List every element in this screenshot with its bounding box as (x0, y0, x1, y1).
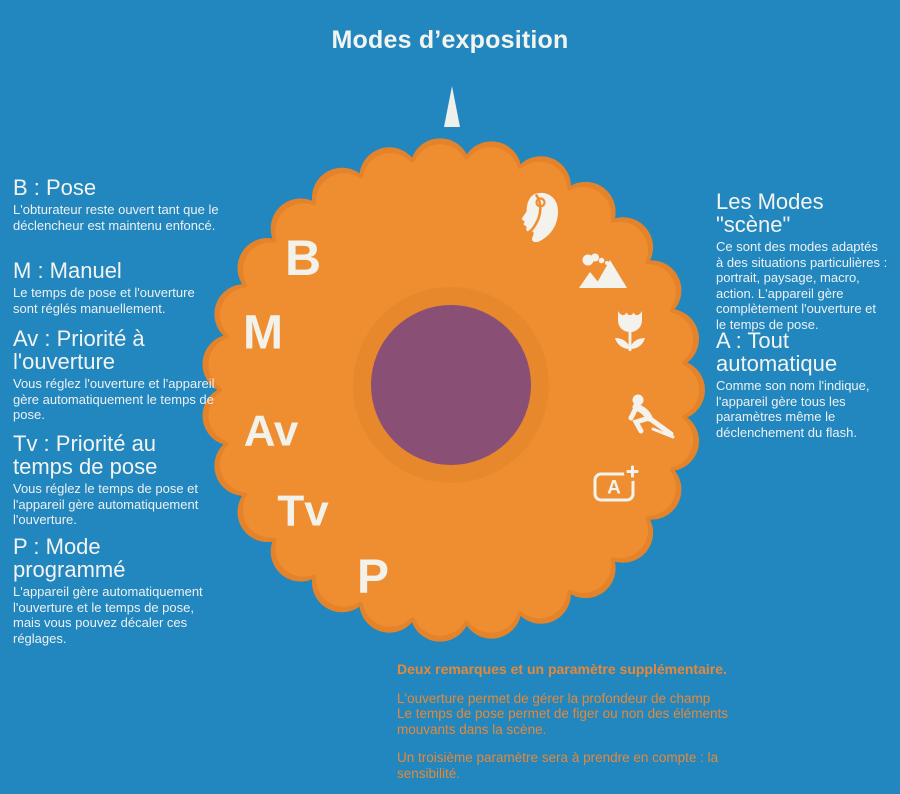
section-av-body: Vous réglez l'ouverture et l'appareil gè… (13, 376, 215, 422)
section-scene-body: Ce sont des modes adaptés à des situatio… (716, 239, 888, 332)
footer-paragraph-2: Un troisième paramètre sera à prendre en… (397, 750, 719, 781)
dial-mode-letters: B M Av Tv P (243, 230, 389, 604)
section-manuel-body: Le temps de pose et l'ouverture sont rég… (13, 285, 195, 316)
action-icon (628, 394, 675, 439)
section-av: Av : Priorité à l'ouverture Vous réglez … (13, 327, 219, 423)
dial-pointer-icon (444, 86, 460, 127)
section-auto-heading: A : Tout automatique (716, 328, 838, 376)
landscape-icon (579, 253, 627, 288)
plus-icon (626, 465, 639, 478)
page-title: Modes d’exposition (331, 26, 569, 54)
auto-icon: A (593, 465, 640, 502)
section-av-heading: Av : Priorité à l'ouverture (13, 326, 145, 374)
section-tv-body: Vous réglez le temps de pose et l'appare… (13, 481, 199, 527)
footer-paragraph-1: L'ouverture permet de gérer la profondeu… (397, 690, 728, 737)
section-programme: P : Mode programmé L'appareil gère autom… (13, 535, 219, 646)
dial-center-knob (371, 305, 531, 465)
macro-icon (615, 311, 645, 351)
section-pose: B : Pose L'obturateur reste ouvert tant … (13, 176, 219, 233)
section-manuel-heading: M : Manuel (13, 258, 122, 283)
section-scene: Les Modes "scène" Ce sont des modes adap… (716, 190, 888, 332)
section-pose-heading: B : Pose (13, 175, 97, 200)
mode-dial: B M Av Tv P (202, 138, 705, 642)
section-programme-heading: P : Mode programmé (13, 534, 126, 582)
dial-mode-tv: Tv (277, 487, 329, 536)
section-tv: Tv : Priorité au temps de pose Vous régl… (13, 432, 219, 528)
section-pose-body: L'obturateur reste ouvert tant que le dé… (13, 202, 219, 233)
auto-icon-letter: A (607, 478, 621, 499)
dial-mode-b: B (285, 230, 321, 286)
section-auto-body: Comme son nom l'indique, l'appareil gère… (716, 378, 870, 440)
section-programme-body: L'appareil gère automatiquement l'ouvert… (13, 584, 203, 646)
footer-notes: Deux remarques et un paramètre supplémen… (397, 661, 739, 794)
section-scene-heading: Les Modes "scène" (716, 189, 824, 237)
section-tv-heading: Tv : Priorité au temps de pose (13, 431, 158, 479)
portrait-icon (522, 192, 558, 243)
dial-mode-p: P (357, 551, 389, 604)
dial-mode-m: M (243, 307, 283, 360)
footer-lead: Deux remarques et un paramètre supplémen… (397, 661, 727, 677)
section-auto: A : Tout automatique Comme son nom l'ind… (716, 329, 888, 440)
section-manuel: M : Manuel Le temps de pose et l'ouvertu… (13, 259, 219, 316)
dial-mode-av: Av (244, 407, 299, 456)
